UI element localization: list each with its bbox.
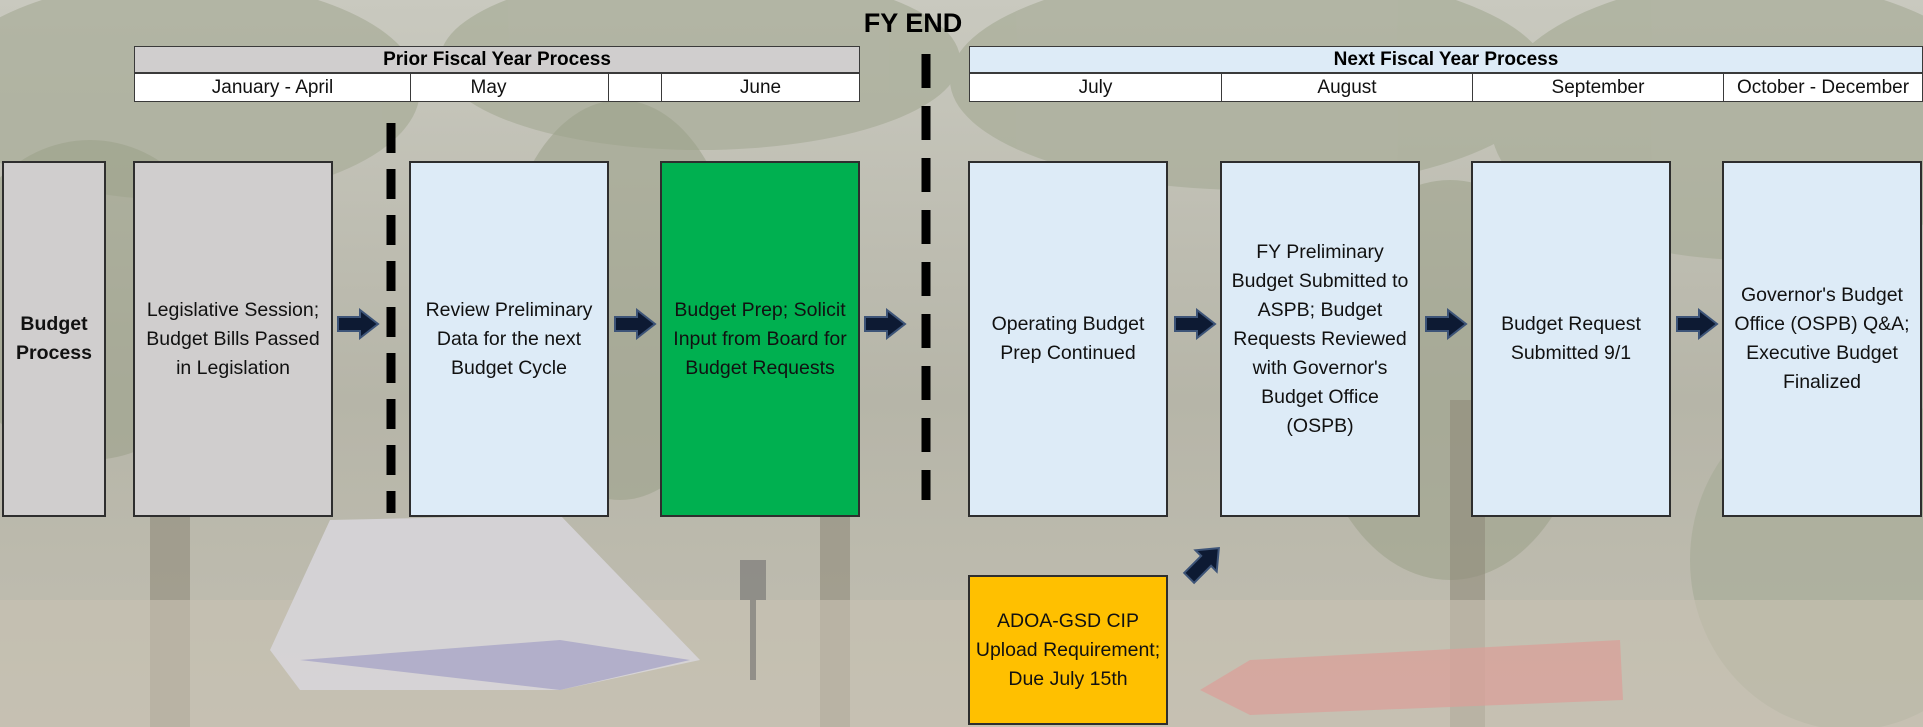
month-cell: May bbox=[410, 73, 609, 102]
month-cell: January - April bbox=[134, 73, 411, 102]
right-arrow-icon bbox=[614, 308, 657, 340]
dashed-divider-fy-end bbox=[921, 54, 931, 500]
prior-fiscal-year-header: Prior Fiscal Year Process bbox=[134, 46, 860, 73]
month-cell: September bbox=[1472, 73, 1724, 102]
diagonal-arrow-icon bbox=[1182, 547, 1220, 585]
right-arrow-icon bbox=[1174, 308, 1217, 340]
step-operating-budget-prep: Operating Budget Prep Continued bbox=[968, 161, 1168, 517]
month-cell-divider bbox=[608, 73, 662, 102]
month-cell: July bbox=[969, 73, 1222, 102]
dashed-divider-prior bbox=[386, 123, 396, 513]
step-budget-prep: Budget Prep; Solicit Input from Board fo… bbox=[660, 161, 860, 517]
step-review-preliminary-data: Review Preliminary Data for the next Bud… bbox=[409, 161, 609, 517]
step-preliminary-budget-submitted: FY Preliminary Budget Submitted to ASPB;… bbox=[1220, 161, 1420, 517]
month-cell: June bbox=[661, 73, 860, 102]
right-arrow-icon bbox=[1425, 308, 1468, 340]
step-budget-request-submitted: Budget Request Submitted 9/1 bbox=[1471, 161, 1671, 517]
step-legislative-session: Legislative Session; Budget Bills Passed… bbox=[133, 161, 333, 517]
cip-upload-note: ADOA-GSD CIP Upload Requirement; Due Jul… bbox=[968, 575, 1168, 725]
fy-end-title: FY END bbox=[863, 8, 963, 38]
right-arrow-icon bbox=[864, 308, 907, 340]
budget-process-label: Budget Process bbox=[2, 161, 106, 517]
right-arrow-icon bbox=[337, 308, 380, 340]
right-arrow-icon bbox=[1676, 308, 1719, 340]
month-cell: October - December bbox=[1723, 73, 1923, 102]
step-executive-budget-finalized: Governor's Budget Office (OSPB) Q&A; Exe… bbox=[1722, 161, 1922, 517]
next-fiscal-year-header: Next Fiscal Year Process bbox=[969, 46, 1923, 73]
month-cell: August bbox=[1221, 73, 1473, 102]
